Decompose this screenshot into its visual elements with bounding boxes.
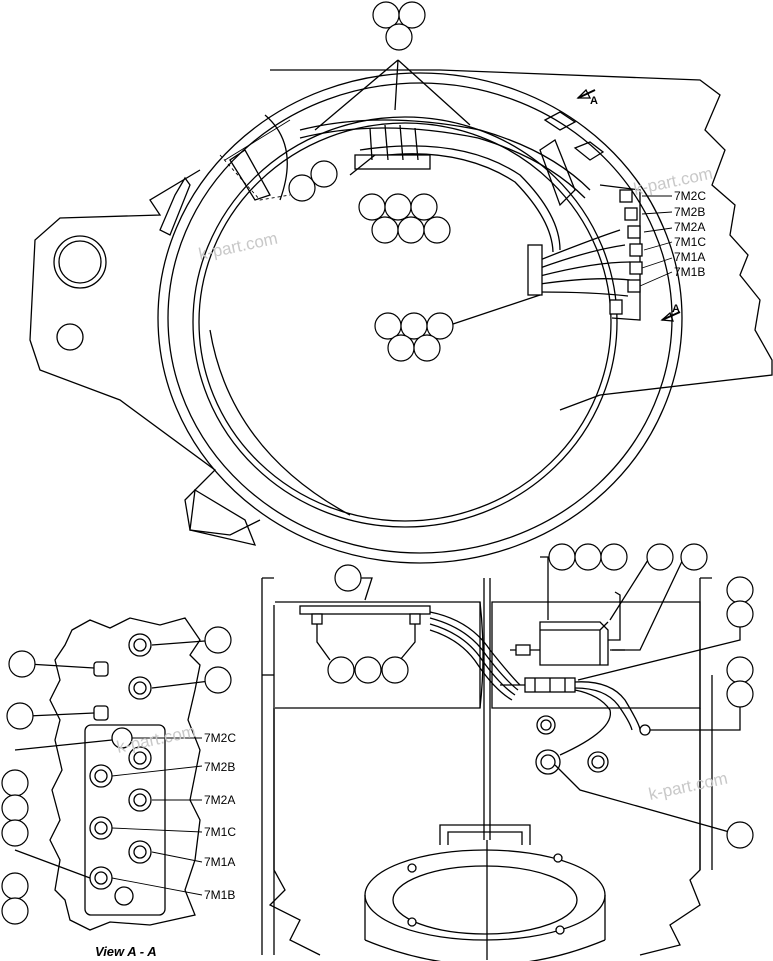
callout-bubble [680,543,708,571]
callout-bubbles-top [288,1,454,362]
callout-bubble [381,656,409,684]
callout-bubbles-lower [327,543,754,849]
callout-bubble [726,576,754,604]
view-label-7m2a: 7M2A [204,793,235,807]
connector-label-7m1b: 7M1B [674,265,705,279]
callout-bubble [398,1,426,29]
view-caption: View A - A [95,944,157,959]
callout-bubble [726,821,754,849]
callout-bubble [387,334,415,362]
callout-bubble [204,626,232,654]
lower-frame-assembly [261,554,741,961]
callout-bubble [384,193,412,221]
callout-bubble [1,769,29,797]
connector-label-7m2a: 7M2A [674,220,705,234]
callout-bubble [413,334,441,362]
callout-bubble [334,564,362,592]
callout-bubble [204,666,232,694]
connector-label-7m1c: 7M1C [674,235,706,249]
view-label-7m1a: 7M1A [204,855,235,869]
callout-bubble [426,312,454,340]
section-arrow-label-top: A [590,95,598,107]
callout-bubble [310,160,338,188]
callout-bubble [1,794,29,822]
connector-label-7m1a: 7M1A [674,250,705,264]
callout-bubble [726,656,754,684]
callout-bubble [410,193,438,221]
callout-bubble [385,23,413,51]
callout-bubble [574,543,602,571]
callout-bubble [1,872,29,900]
callout-bubble [646,543,674,571]
connector-label-7m2c: 7M2C [674,189,706,203]
view-label-7m2b: 7M2B [204,760,235,774]
callout-bubble [288,174,316,202]
callout-bubble [423,216,451,244]
view-label-7m2c: 7M2C [204,731,236,745]
view-label-7m1b: 7M1B [204,888,235,902]
callout-bubbles-view [1,626,232,925]
callout-bubble [548,543,576,571]
callout-bubble [726,600,754,628]
callout-bubble [358,193,386,221]
connector-labels-top: 7M2C 7M2B 7M2A 7M1C 7M1A 7M1B [674,189,706,279]
callout-bubble [1,897,29,925]
connector-labels-view: 7M2C 7M2B 7M2A 7M1C 7M1A 7M1B [204,731,236,902]
view-label-7m1c: 7M1C [204,825,236,839]
callout-bubble [600,543,628,571]
view-a-a-detail [14,617,219,931]
callout-bubble [726,680,754,708]
callout-bubble [6,702,34,730]
connector-label-7m2b: 7M2B [674,205,705,219]
callout-bubble [354,656,382,684]
callout-bubble [1,819,29,847]
watermark: k-part.com [197,229,279,264]
callout-bubble [371,216,399,244]
callout-bubble [8,650,36,678]
callout-bubble [397,216,425,244]
watermark: k-part.com [115,722,197,757]
callout-bubble [327,656,355,684]
upper-frame-assembly [29,59,773,564]
watermark: k-part.com [647,769,729,804]
section-arrow-label-right: A [672,303,680,315]
